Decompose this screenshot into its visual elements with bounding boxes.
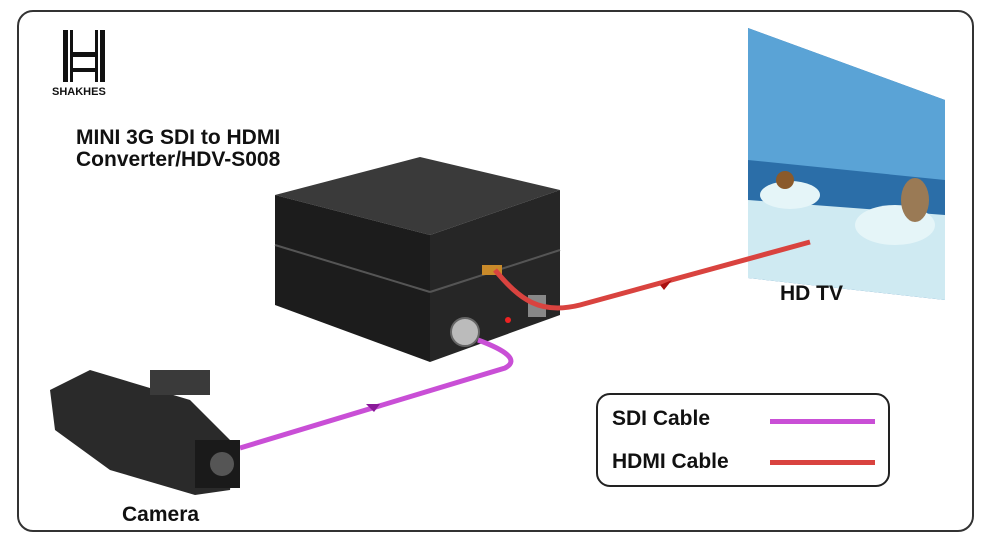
shakhes-logo-icon — [63, 30, 105, 82]
logo-text: SHAKHES — [52, 86, 106, 98]
diagram-frame — [17, 10, 974, 532]
hdtv-label: HD TV — [780, 282, 843, 305]
sdi-cable — [239, 337, 514, 451]
legend-swatch-hdmi — [770, 460, 875, 465]
hdmi-cable — [493, 239, 811, 311]
legend: SDI Cable HDMI Cable — [596, 393, 890, 487]
camera-label: Camera — [122, 503, 200, 526]
hdmi-arrow-icon — [660, 280, 672, 290]
legend-label-sdi: SDI Cable — [612, 407, 711, 430]
legend-swatch-sdi — [770, 419, 875, 424]
sdi-arrow-icon — [366, 404, 380, 412]
hd-tv-image — [748, 28, 945, 300]
title-line-2: Converter/HDV-S008 — [76, 148, 281, 171]
camera-image — [50, 370, 240, 495]
legend-label-hdmi: HDMI Cable — [612, 450, 729, 473]
product-title: MINI 3G SDI to HDMI Converter/HDV-S008 — [76, 127, 280, 171]
title-line-1: MINI 3G SDI to HDMI — [76, 126, 281, 149]
converter-box-image — [274, 157, 561, 362]
